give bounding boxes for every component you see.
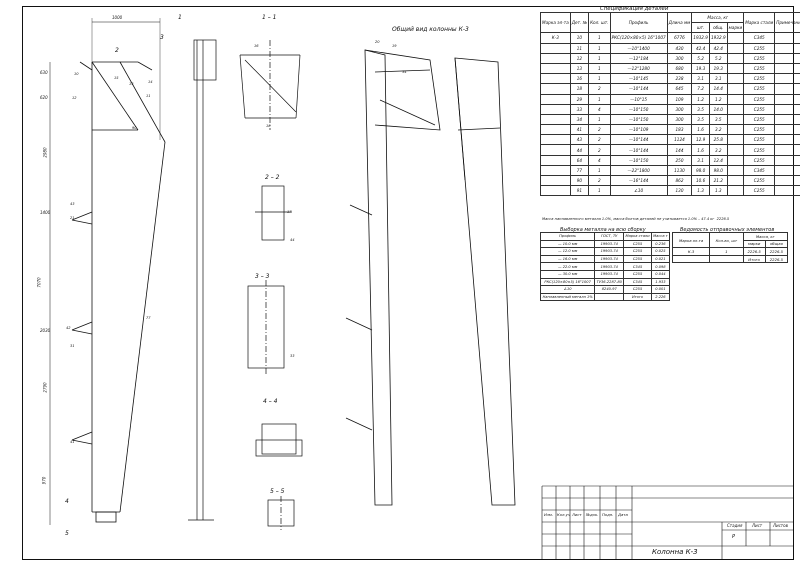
section-1-1-title: 1 – 1	[262, 14, 277, 21]
title-stage-value: Р	[732, 534, 736, 540]
spec-table: Марка эл-та Дет. № Кол. шт. Профиль Длин…	[540, 11, 800, 197]
spec-cell-length: 130	[666, 185, 693, 197]
callout: 20	[375, 40, 380, 44]
table-row: Итого 2226.5	[671, 254, 789, 264]
callout: 15	[114, 76, 119, 80]
section-2-2-title: 2 – 2	[265, 174, 280, 181]
title-col-5: Подп.	[602, 512, 614, 517]
title-col-1: Изм.	[544, 512, 553, 517]
callout: 77	[146, 316, 151, 320]
bill-table: Марка эл-та Кол-во, шт Масса, кг марки о…	[671, 231, 789, 264]
dimension-height: 620	[40, 95, 48, 100]
callout: 17	[287, 210, 292, 214]
cut-label: 3	[160, 34, 164, 41]
material-cell-mass: 2.226	[650, 292, 671, 302]
callout: 10	[74, 72, 79, 76]
cut-label: 1	[178, 14, 182, 21]
spec-cell-all: 1.3	[708, 185, 728, 197]
callout: 13	[129, 82, 134, 86]
callout: 19	[392, 44, 397, 48]
section-4-4-title: 4 – 4	[263, 398, 278, 405]
column-isometric-view	[345, 49, 516, 506]
callout: 12	[72, 96, 77, 100]
section-2-2-view	[255, 185, 292, 241]
callout: 41	[70, 440, 75, 444]
cut-label: 4	[65, 498, 69, 505]
callout: 21	[70, 216, 75, 220]
callout: 11	[146, 94, 151, 98]
callout: 18	[266, 124, 271, 128]
spec-note-text: Масса наплавленного металла 1.0%, масса …	[542, 217, 715, 221]
title-col-3: Лист	[572, 512, 582, 517]
spec-title: Спецификация деталей	[600, 6, 669, 12]
title-stage-label: Стадия	[727, 523, 743, 528]
cut-label: 5	[65, 530, 69, 537]
bill-total: 2226.5	[764, 254, 789, 264]
callout: 31	[70, 344, 75, 348]
material-cell-gost	[594, 292, 625, 302]
bill-header-qty: Кол-во, шт	[709, 231, 744, 249]
dimension-height: 1400	[40, 210, 51, 215]
section-1-1-view	[239, 40, 301, 130]
title-sheet-label: Лист	[752, 523, 763, 528]
spec-total: 2226.5	[716, 217, 730, 221]
section-3-3-title: 3 – 3	[255, 273, 270, 280]
title-col-4: №док.	[586, 512, 599, 517]
spec-cell-profile: ∠10	[609, 185, 668, 197]
title-col-2: Кол.уч	[557, 512, 571, 517]
title-sheets-label: Листов	[773, 523, 788, 528]
section-5-5-title: 5 – 5	[270, 488, 285, 495]
title-col-6: Дата	[618, 512, 628, 517]
section-4-4-view	[255, 423, 303, 457]
column-front-view	[49, 18, 166, 525]
callout: 43	[70, 202, 75, 206]
callout: 14	[148, 80, 153, 84]
material-title: Выборка металла на всю сборку	[560, 227, 646, 233]
column-side-view	[188, 39, 217, 521]
dimension-height: 630	[40, 70, 48, 75]
cut-label: 2	[115, 47, 119, 54]
spec-cell-qty: 1	[588, 185, 611, 197]
callout: 44	[290, 238, 295, 242]
section-3-3-view	[247, 280, 285, 376]
material-cell-profile: Наплавленный металл 1%	[539, 292, 596, 302]
callout: 34	[402, 70, 407, 74]
callout: 42	[66, 326, 71, 330]
callout: 90	[132, 126, 137, 130]
dimension-height: 2030	[40, 328, 51, 333]
drawing-name: Колонна К-3	[652, 548, 698, 556]
callout: 33	[290, 354, 295, 358]
spec-cell-note	[774, 185, 800, 197]
bill-title: Ведомость отправочных элементов	[680, 227, 775, 233]
dimension-top-width: 1000	[112, 15, 123, 20]
section-5-5-view	[267, 496, 295, 530]
sheet-frame	[22, 6, 794, 560]
general-view-title: Общий вид колонны К-3	[392, 26, 469, 33]
callout: 16	[254, 44, 259, 48]
spec-note: Масса наплавленного металла 1.0%, масса …	[542, 217, 729, 221]
material-table: Профиль ГОСТ, ТУ Марка стали Масса т — 1…	[539, 232, 671, 302]
